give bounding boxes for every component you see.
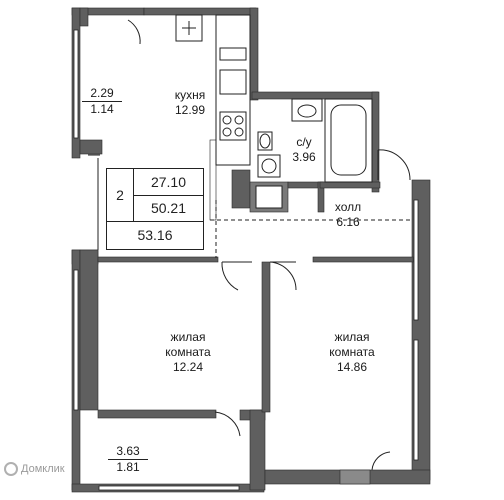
inner-lines — [88, 154, 412, 258]
total-area: 50.21 — [134, 196, 203, 222]
watermark: Домклик — [4, 462, 65, 476]
kitchen-name: кухня — [174, 88, 206, 102]
balcony-top-label: 2.29 1.14 — [82, 86, 122, 117]
balcony-top-reduced-area: 1.14 — [90, 102, 114, 116]
living-left-area: 12.24 — [172, 360, 204, 374]
living-right-name-line1: жилая — [334, 330, 370, 344]
watermark-text: Домклик — [21, 463, 65, 475]
living-right-name-line2: комната — [329, 345, 375, 359]
house-icon — [4, 462, 18, 476]
bathroom-name: с/у — [296, 135, 312, 149]
balcony-top-area: 2.29 — [82, 86, 122, 102]
walls — [71, 7, 431, 493]
living-right-area: 14.86 — [336, 360, 368, 374]
summary-table: 2 27.10 50.21 53.16 — [106, 168, 204, 250]
kitchen-label: кухня 12.99 — [150, 88, 230, 118]
kitchen-area: 12.99 — [174, 103, 206, 117]
balcony-bottom-label: 3.63 1.81 — [108, 444, 148, 475]
living-right-label: жилая комната 14.86 — [302, 330, 402, 375]
balcony-bottom-reduced-area: 1.81 — [116, 460, 140, 474]
bathroom-furniture — [255, 98, 373, 209]
windows — [73, 29, 419, 491]
doors — [127, 19, 411, 471]
rooms-count: 2 — [107, 169, 134, 222]
hall-name: холл — [334, 200, 362, 214]
hall-area: 6.16 — [336, 215, 360, 229]
living-area-total: 27.10 — [134, 169, 203, 196]
hall-label: холл 6.16 — [322, 200, 374, 230]
total-area-with-balconies: 53.16 — [137, 227, 173, 243]
balcony-bottom-area: 3.63 — [108, 444, 148, 460]
living-left-name-line1: жилая — [170, 330, 206, 344]
living-left-name-line2: комната — [165, 345, 211, 359]
kitchen-furniture — [175, 14, 251, 166]
bathroom-label: с/у 3.96 — [282, 135, 326, 165]
bathroom-area: 3.96 — [292, 150, 316, 164]
living-left-label: жилая комната 12.24 — [138, 330, 238, 375]
